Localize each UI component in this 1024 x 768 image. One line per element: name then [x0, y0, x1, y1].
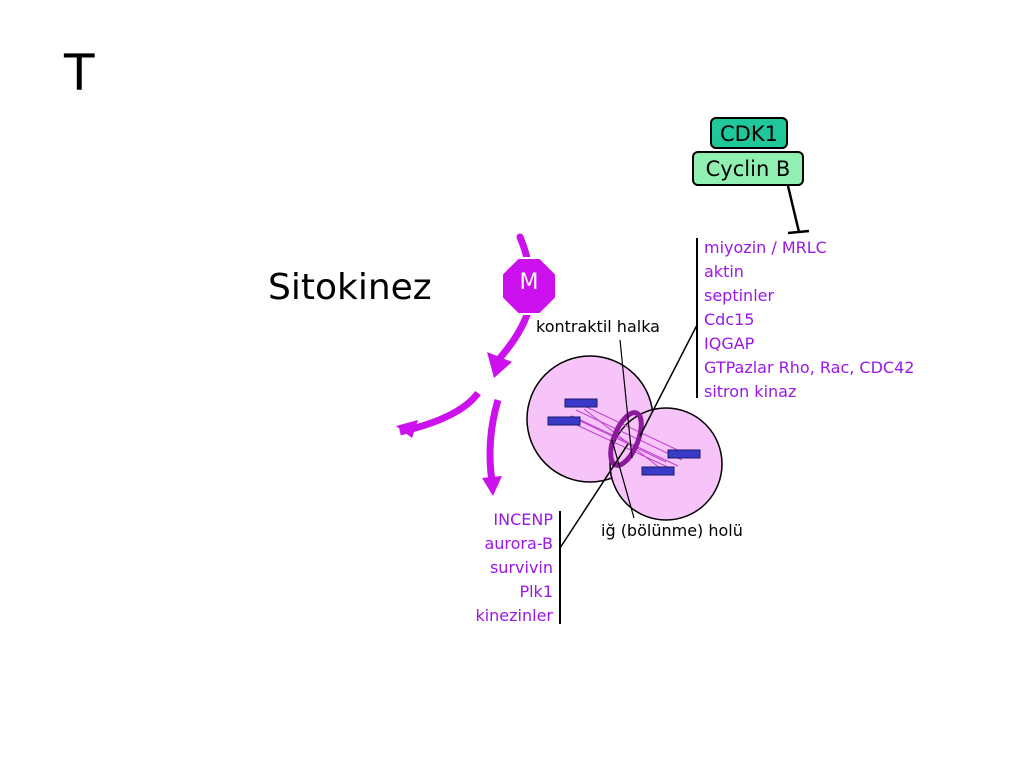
- chromosome-1: [564, 398, 598, 408]
- ring-components-connector: [639, 324, 698, 437]
- list-item: aktin: [704, 262, 744, 281]
- cycle-arrowhead-left: [396, 420, 418, 438]
- ring-pointer-line: [619, 339, 633, 459]
- contractile-ring-label: kontraktil halka: [536, 317, 660, 336]
- midbody-label: iğ (bölünme) holü: [601, 521, 743, 540]
- spindle-fibers: [567, 403, 687, 471]
- list-item: septinler: [704, 286, 775, 305]
- m-phase-label: M: [519, 270, 539, 295]
- midbody-components-list: INCENP aurora-B survivin Plk1 kinezinler: [475, 508, 553, 628]
- list-item: INCENP: [493, 510, 553, 529]
- cycle-arrowhead-down-2: [482, 476, 502, 496]
- list-item: miyozin / MRLC: [704, 238, 827, 257]
- chromosome-4: [641, 466, 675, 476]
- slide-letter: T: [64, 44, 95, 102]
- cdk1-box: CDK1: [710, 117, 788, 149]
- daughter-cell-right: [609, 407, 723, 521]
- midbody-pointer-line: [611, 439, 635, 519]
- contractile-ring: [608, 410, 644, 468]
- cycle-arc-bottom: [486, 398, 502, 483]
- cycle-arrowhead-down: [487, 352, 512, 378]
- chromosome-3: [667, 449, 701, 459]
- chromosome-2: [547, 416, 581, 426]
- list-item: kinezinler: [475, 606, 553, 625]
- inhibition-line: [786, 185, 801, 233]
- list-item: GTPazlar Rho, Rac, CDC42: [704, 358, 915, 377]
- list-item: IQGAP: [704, 334, 755, 353]
- cyclin-b-box: Cyclin B: [692, 151, 804, 186]
- list-item: aurora-B: [484, 534, 553, 553]
- m-phase-octagon: [501, 257, 557, 315]
- list-item: sitron kinaz: [704, 382, 797, 401]
- ring-components-list: miyozin / MRLC aktin septinler Cdc15 IQG…: [704, 236, 914, 404]
- list-item: Cdc15: [704, 310, 755, 329]
- process-title: Sitokinez: [268, 267, 432, 308]
- list-item: survivin: [489, 558, 553, 577]
- list-item: Plk1: [519, 582, 553, 601]
- inhibition-bar: [787, 229, 810, 235]
- midbody-components-connector: [559, 443, 629, 549]
